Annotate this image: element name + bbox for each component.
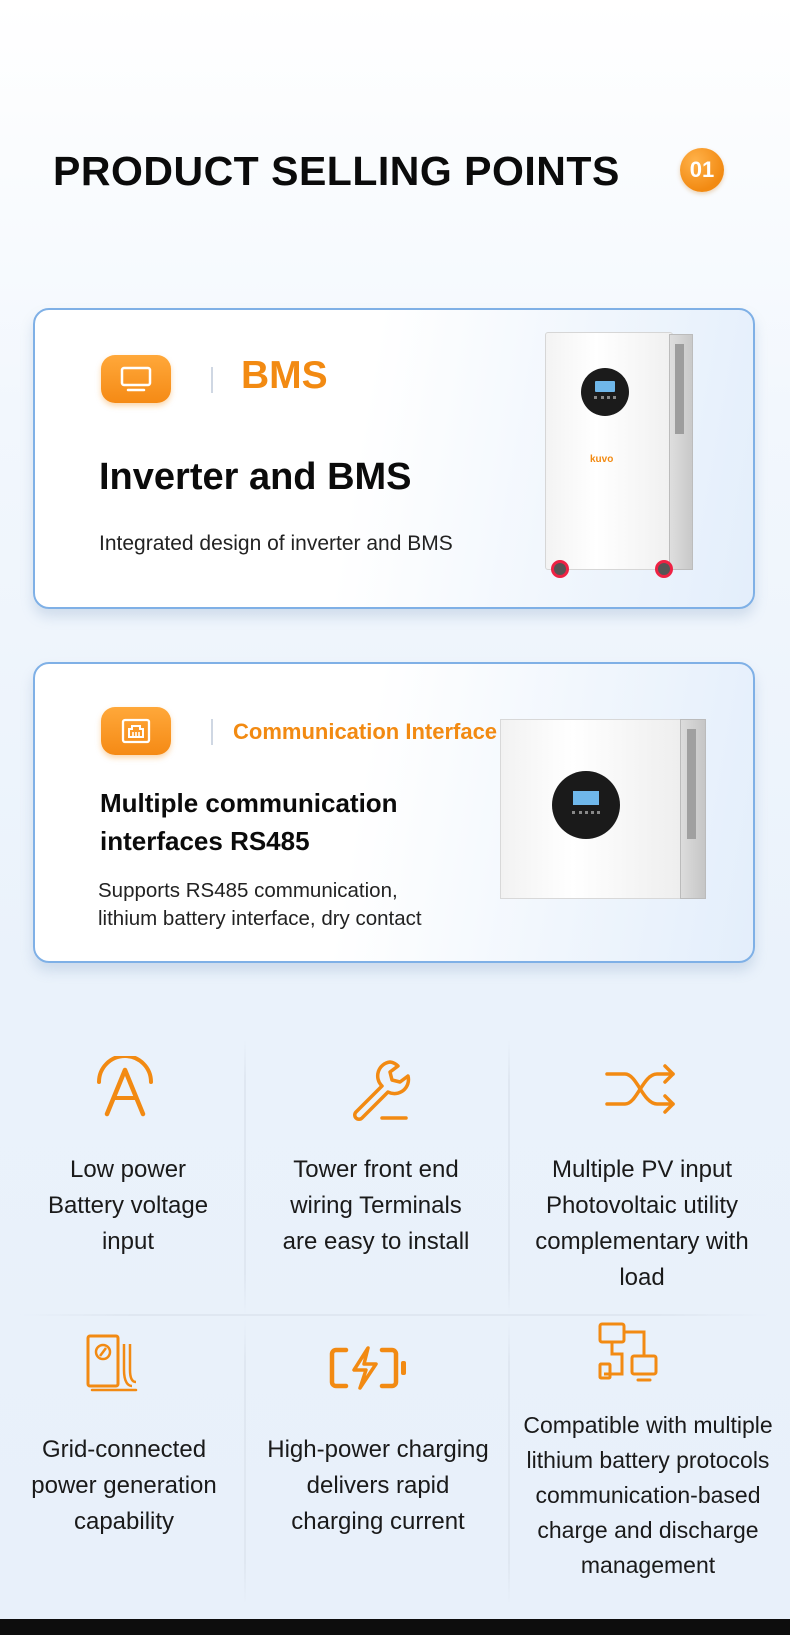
card-description: Supports RS485 communication, lithium ba… [98, 877, 498, 933]
inverter-product-image: kuvo [545, 332, 695, 587]
feature-item: Multiple PV input Photovoltaic utility c… [510, 1040, 774, 1310]
device-display [581, 368, 629, 416]
card-heading: Multiple communication interfaces RS485 [100, 784, 480, 860]
features-grid: Low power Battery voltage input Tower fr… [0, 1040, 790, 1610]
tag-divider [211, 367, 213, 393]
feature-text-line: charging current [291, 1508, 465, 1535]
feature-item: Tower front end wiring Terminals are eas… [250, 1040, 502, 1310]
shuffle-icon [605, 1064, 675, 1114]
feature-text-line: management [580, 1552, 716, 1578]
monitor-icon [101, 355, 171, 403]
feature-text-line: Battery voltage [47, 1192, 209, 1219]
feature-text-line: Photovoltaic utility [545, 1192, 739, 1219]
feature-card-bms: BMS Inverter and BMS Integrated design o… [33, 308, 755, 609]
feature-text-line: complementary with [535, 1228, 749, 1255]
section-number-badge: 01 [680, 148, 724, 192]
inverter-product-image [500, 719, 708, 899]
feature-text-line: Low power [69, 1156, 187, 1183]
feature-item: Grid-connected power generation capabili… [4, 1320, 244, 1605]
feature-card-communication: Communication Interface Multiple communi… [33, 662, 755, 963]
feature-text-line: Tower front end [293, 1156, 459, 1183]
feature-text-line: wiring Terminals [290, 1192, 462, 1219]
card-heading-line: interfaces RS485 [100, 826, 310, 856]
low-power-icon [97, 1056, 153, 1117]
feature-text-line: Multiple PV input [551, 1156, 733, 1183]
feature-text-line: capability [73, 1508, 175, 1535]
card-heading: Inverter and BMS [99, 456, 412, 498]
card-description-line: Supports RS485 communication, [98, 879, 398, 902]
card-description-line: lithium battery interface, dry contact [98, 907, 422, 930]
feature-text-line: charge and discharge [537, 1517, 759, 1543]
ethernet-port-icon [101, 707, 171, 755]
feature-item: High-power charging delivers rapid charg… [250, 1320, 506, 1605]
page-title: PRODUCT SELLING POINTS [53, 148, 620, 194]
card-tag: BMS [241, 354, 328, 397]
feature-item: Compatible with multiple lithium battery… [512, 1320, 784, 1605]
feature-text-line: input [101, 1228, 155, 1255]
fast-charge-battery-icon [329, 1346, 406, 1390]
wrench-icon [353, 1060, 411, 1121]
feature-text-line: Compatible with multiple [523, 1412, 773, 1438]
bottom-bar [0, 1619, 790, 1635]
connected-devices-icon [598, 1322, 658, 1382]
feature-text-line: communication-based [535, 1482, 761, 1508]
feature-text-line: Grid-connected [41, 1436, 207, 1463]
feature-text-line: delivers rapid [306, 1472, 450, 1499]
feature-text-line: High-power charging [267, 1436, 489, 1463]
feature-text-line: lithium battery protocols [526, 1447, 770, 1473]
tag-divider [211, 719, 213, 745]
card-description: Integrated design of inverter and BMS [99, 532, 453, 555]
feature-text-line: power generation [31, 1472, 217, 1499]
card-tag: Communication Interface [233, 719, 498, 744]
grid-meter-icon [86, 1334, 138, 1392]
device-logo: kuvo [590, 454, 614, 465]
device-display [552, 771, 620, 839]
feature-item: Low power Battery voltage input [8, 1040, 248, 1310]
card-heading-line: Multiple communication [100, 788, 398, 818]
feature-text-line: load [619, 1264, 665, 1291]
feature-text-line: are easy to install [282, 1228, 470, 1255]
